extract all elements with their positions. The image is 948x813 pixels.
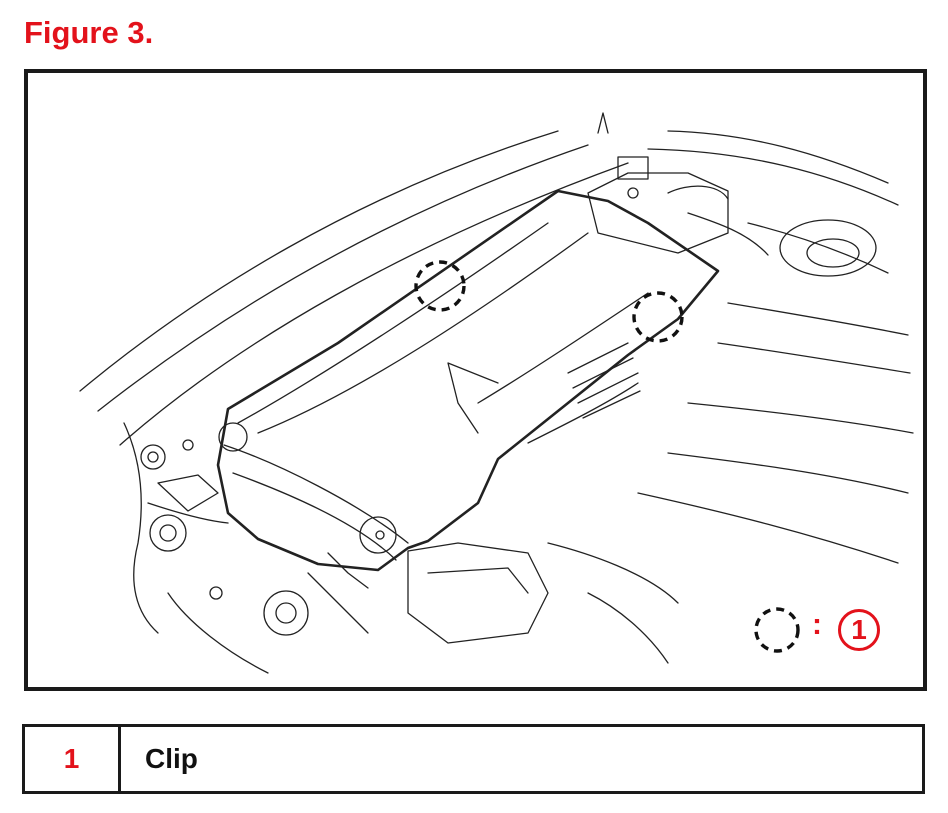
key-separator: : (812, 608, 822, 641)
legend-row-number: 1 (25, 727, 121, 791)
key-number-callout: 1 (838, 609, 880, 651)
diagram-frame (24, 69, 927, 691)
dashed-circle-icon (754, 607, 800, 653)
clip-marker-2 (632, 291, 684, 343)
engine-cover-illustration (79, 112, 914, 674)
legend-row-label: Clip (145, 743, 198, 774)
legend-table: 1 Clip (22, 724, 925, 794)
clip-marker-1 (414, 260, 466, 312)
figure-title: Figure 3. (24, 15, 154, 50)
